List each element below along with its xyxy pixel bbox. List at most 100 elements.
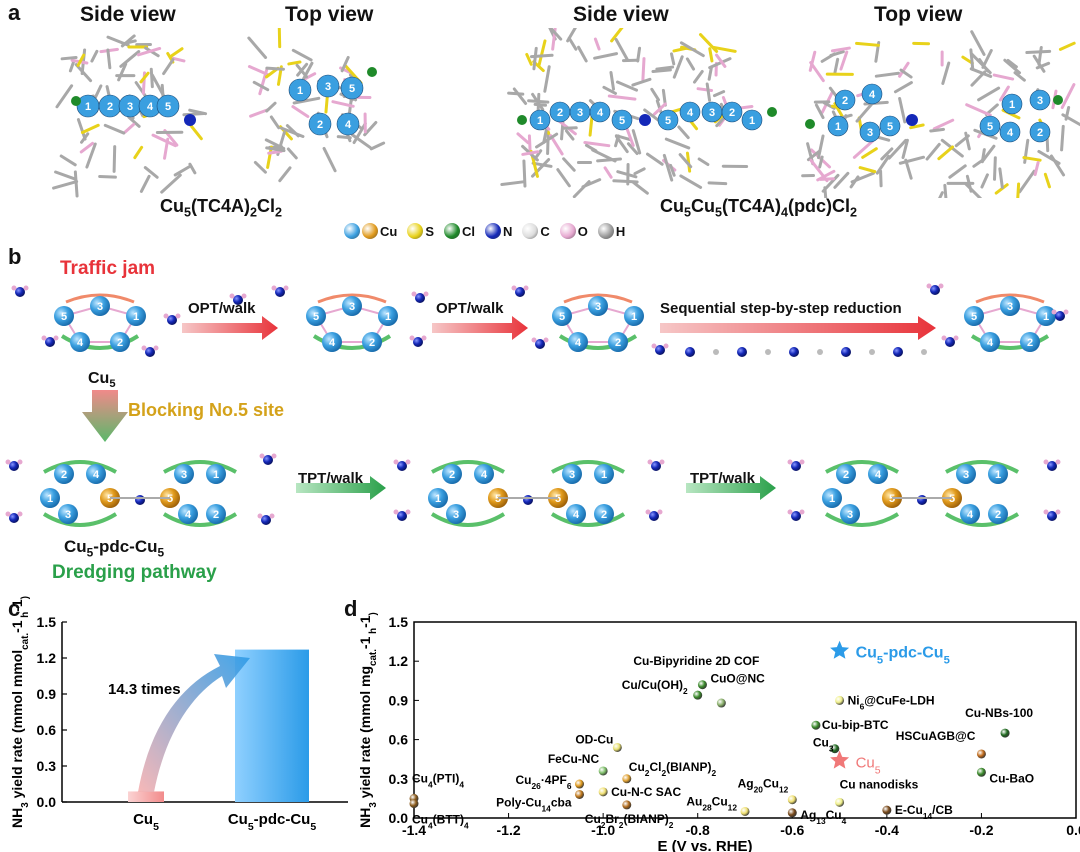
data-point-label: Cu/Cu(OH)2 [622,678,688,696]
sequential-dot [841,347,851,357]
pdc-nitrogen [523,495,533,505]
atom-ball-icon [344,223,360,239]
sequential-dot [921,349,927,355]
y-tick-label: 0.6 [389,732,409,748]
opt-walk-label-1: OPT/walk [188,300,256,317]
nitrogen-atom [397,461,407,471]
bar-cu5-pdc-cu5 [235,649,309,802]
nitrogen-atom [649,511,659,521]
legend-symbol: N [503,223,513,239]
star-label: Cu5 [856,755,881,777]
nitrogen-atom [515,287,525,297]
svg-text:4: 4 [575,337,582,349]
svg-text:2: 2 [615,337,621,349]
cu-atom [964,306,984,326]
nitrogen-atom [1047,511,1057,521]
svg-text:3: 3 [181,469,187,481]
cu-atom [110,332,130,352]
cu-atom [362,332,382,352]
sequential-dot [869,349,875,355]
svg-text:2: 2 [995,509,1001,521]
legend-symbol: C [540,223,550,239]
side-view-title-1: Side view [80,3,176,26]
cu5-pdc-cu5-dimer: 2413531524 [428,460,626,527]
cu-atom [956,464,976,484]
svg-text:4: 4 [345,119,352,131]
cu-atom [90,296,110,316]
x-tick-label: Cu5 [133,811,159,833]
side-view-title-2: Side view [573,3,669,26]
cu-atom [322,332,342,352]
data-point-label: OD-Cu [575,732,613,746]
y-tick-label: 1.2 [389,653,409,669]
cu-atom [721,101,743,123]
cu-atom [822,488,842,508]
svg-text:1: 1 [47,493,53,505]
nitrogen-atom [1047,461,1057,471]
y-tick-label: 0.3 [389,771,409,787]
svg-text:2: 2 [213,509,219,521]
data-point-label: Au28Cu12 [686,794,737,812]
cu-atom [316,74,340,98]
data-point [622,800,632,810]
data-point-label: Cu4(BTT)4 [412,813,469,831]
x-tick-label: -0.4 [875,822,899,838]
nitrogen-atom [261,515,271,525]
sequential-dot [817,349,823,355]
legend-item-c: C [522,223,550,239]
cu-atom [40,488,60,508]
data-point [1000,728,1010,738]
svg-text:1: 1 [133,311,139,323]
cu-atom [1029,121,1051,143]
svg-text:5: 5 [987,121,993,133]
sequential-dot [765,349,771,355]
legend-item-n: N [485,223,512,239]
legend-symbol: Cl [462,223,476,239]
svg-text:4: 4 [1007,127,1014,139]
cu-atom [657,109,679,131]
cu-atom [428,488,448,508]
y-axis-label: NH3 yield rate (mmol mgcat.-1 h-1) [357,612,379,828]
svg-text:5: 5 [165,101,171,113]
y-tick-label: 0.9 [37,686,57,702]
cu-atom [979,115,1001,137]
atom-ball-icon [407,223,424,239]
star-label: Cu5-pdc-Cu5 [856,645,950,667]
nitrogen-atom [263,455,273,465]
nitrogen-atom [791,461,801,471]
data-point [612,742,622,752]
nitrogen-atom [413,337,423,347]
cu-atom [336,112,360,136]
svg-text:4: 4 [875,469,882,481]
svg-text:5: 5 [619,115,625,127]
cu-atom [442,464,462,484]
svg-text:3: 3 [963,469,969,481]
nitrogen-atom [145,347,155,357]
cu-atom [588,296,608,316]
scatter-chart: 0.00.30.60.91.21.5-1.4-1.2-1.0-0.8-0.6-0… [357,612,1080,852]
cu-atom [868,464,888,484]
svg-text:1: 1 [385,311,391,323]
blocking-arrow [82,390,128,442]
cu-atom [342,296,362,316]
sequential-label: Sequential step-by-step reduction [660,300,902,317]
panel-c-label: c [8,596,21,621]
opt-walk-label-2: OPT/walk [436,300,504,317]
y-tick-label: 0.0 [389,810,409,826]
svg-text:2: 2 [601,509,607,521]
data-point-label: Cu-Bipyridine 2D COF [633,654,759,668]
data-point [882,805,892,815]
svg-text:1: 1 [537,115,543,127]
svg-text:3: 3 [577,107,583,119]
y-tick-label: 1.2 [37,650,57,666]
top-view-title-1: Top view [285,3,374,26]
svg-text:4: 4 [597,107,604,119]
data-point-label: Cu2Cl2(BIANP)2 [629,760,717,778]
panel-d-label: d [344,596,358,621]
cu-atom [999,121,1021,143]
cu-atom [474,464,494,484]
svg-text:4: 4 [967,509,974,521]
data-point [697,680,707,690]
x-axis-label: E (V vs. RHE) [657,838,752,852]
